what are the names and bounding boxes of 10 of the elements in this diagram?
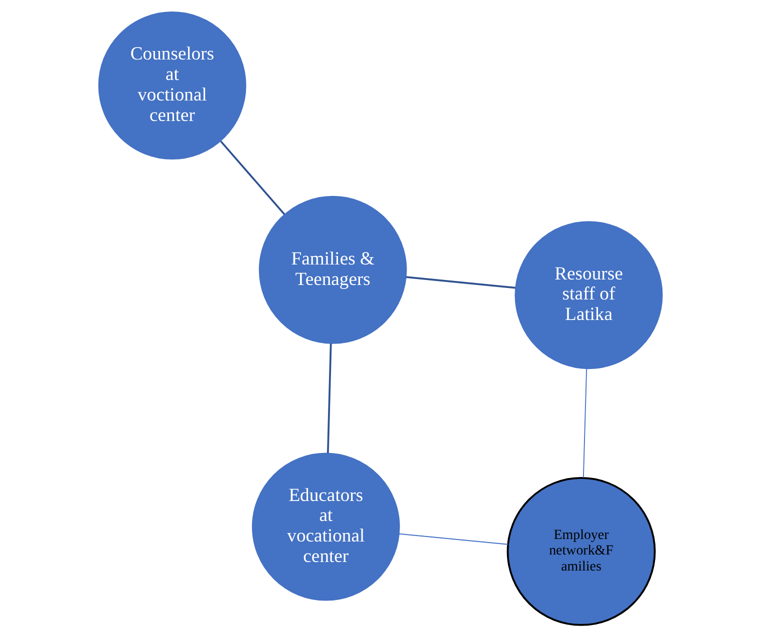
connector: [326, 343, 332, 454]
node-circle: Educators at vocational center: [252, 452, 400, 601]
node-circle: Counselors at voctional center: [98, 12, 246, 160]
connector: [220, 140, 286, 215]
node-circle: Resourse staff of Latika: [514, 221, 663, 370]
connector: [398, 533, 508, 545]
connector: [406, 276, 516, 289]
connector: [582, 368, 588, 478]
node-circle: Families & Teenagers: [258, 196, 407, 344]
node-circle: Employer network&F amilies: [506, 476, 656, 626]
